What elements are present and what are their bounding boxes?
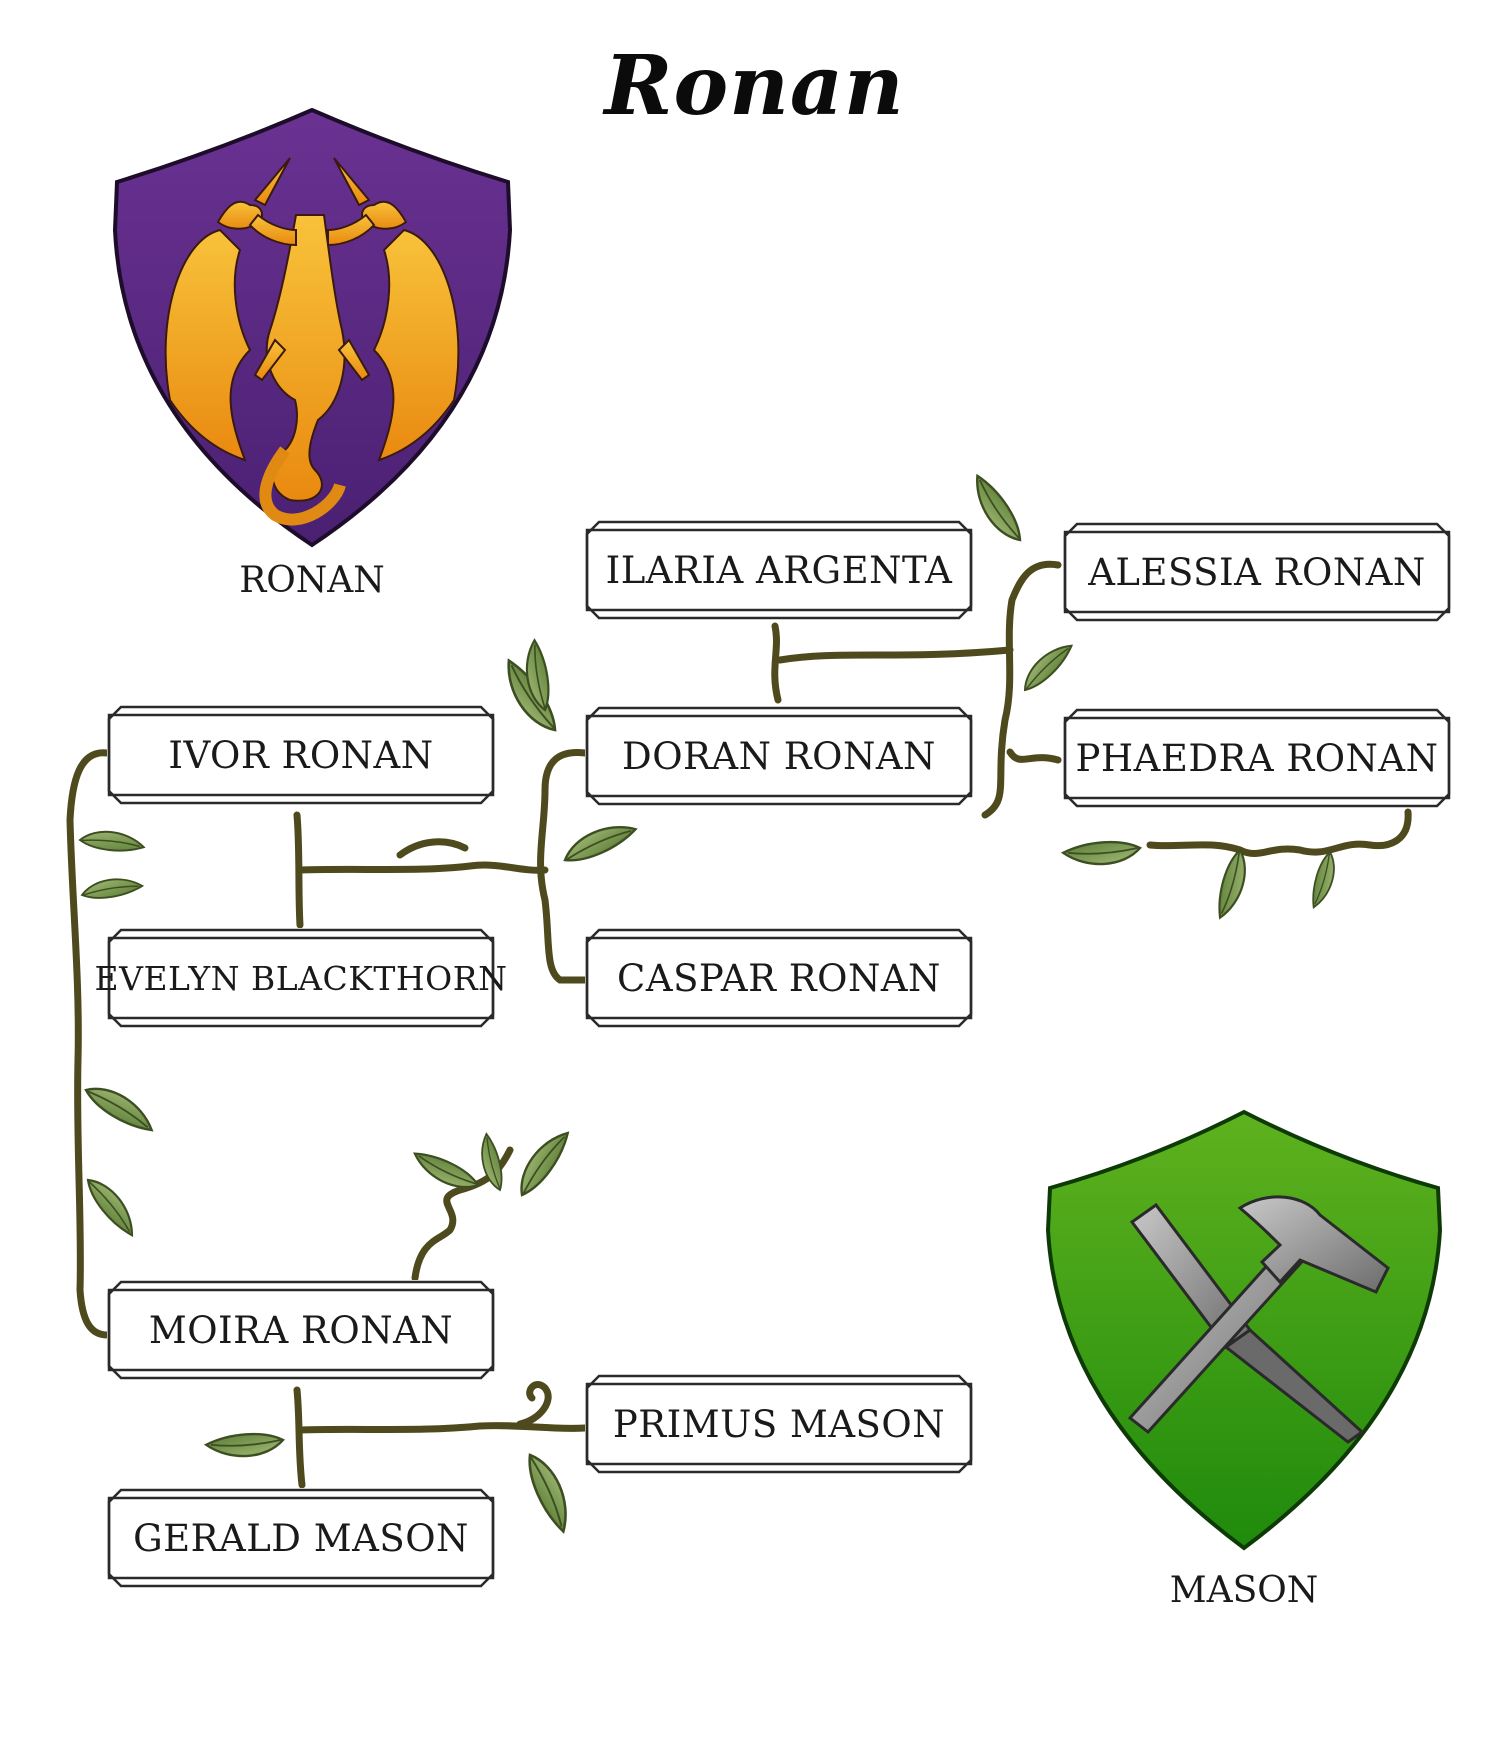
person-ivor-ronan: IVOR RONAN (107, 705, 495, 805)
dragon-icon (164, 157, 460, 526)
person-name: MOIRA RONAN (148, 1308, 454, 1352)
person-gerald-mason: GERALD MASON (107, 1488, 495, 1588)
person-name: DORAN RONAN (622, 734, 936, 778)
person-primus-mason: PRIMUS MASON (585, 1374, 973, 1474)
vine-couple-mid (296, 861, 549, 874)
person-moira-ronan: MOIRA RONAN (107, 1280, 495, 1380)
person-name: EVELYN BLACKTHORN (94, 958, 508, 998)
vine-couple-bottom (296, 1422, 589, 1434)
hammer-icon (1127, 1195, 1390, 1435)
ronan-house-label: RONAN (239, 560, 385, 601)
person-caspar-ronan: CASPAR RONAN (585, 928, 973, 1028)
person-name: CASPAR RONAN (617, 956, 941, 1000)
person-name: IVOR RONAN (168, 733, 434, 777)
vine-couple-top (776, 646, 1014, 664)
page-title: Ronan (604, 38, 905, 134)
vine-ilaria-down (771, 622, 782, 704)
mason-house-label: MASON (1169, 1570, 1319, 1611)
person-name: PHAEDRA RONAN (1075, 736, 1439, 780)
person-name: ILARIA ARGENTA (605, 548, 953, 592)
person-name: PRIMUS MASON (612, 1402, 946, 1446)
vine-alessia-phaedra (981, 560, 1062, 819)
person-evelyn-blackthorn: EVELYN BLACKTHORN (95, 928, 507, 1028)
vine-moira-gerald (293, 1386, 306, 1489)
chisel-icon (1129, 1202, 1365, 1444)
vine-phaedra-tendril (1146, 808, 1412, 857)
person-phaedra-ronan: PHAEDRA RONAN (1063, 708, 1451, 808)
vine-ivor-moira (66, 749, 111, 1339)
vine-doran-caspar (537, 748, 589, 984)
person-alessia-ronan: ALESSIA RONAN (1063, 522, 1451, 622)
person-name: GERALD MASON (133, 1516, 469, 1560)
person-doran-ronan: DORAN RONAN (585, 706, 973, 806)
person-ilaria-argenta: ILARIA ARGENTA (585, 520, 973, 620)
person-name: ALESSIA RONAN (1088, 550, 1426, 594)
